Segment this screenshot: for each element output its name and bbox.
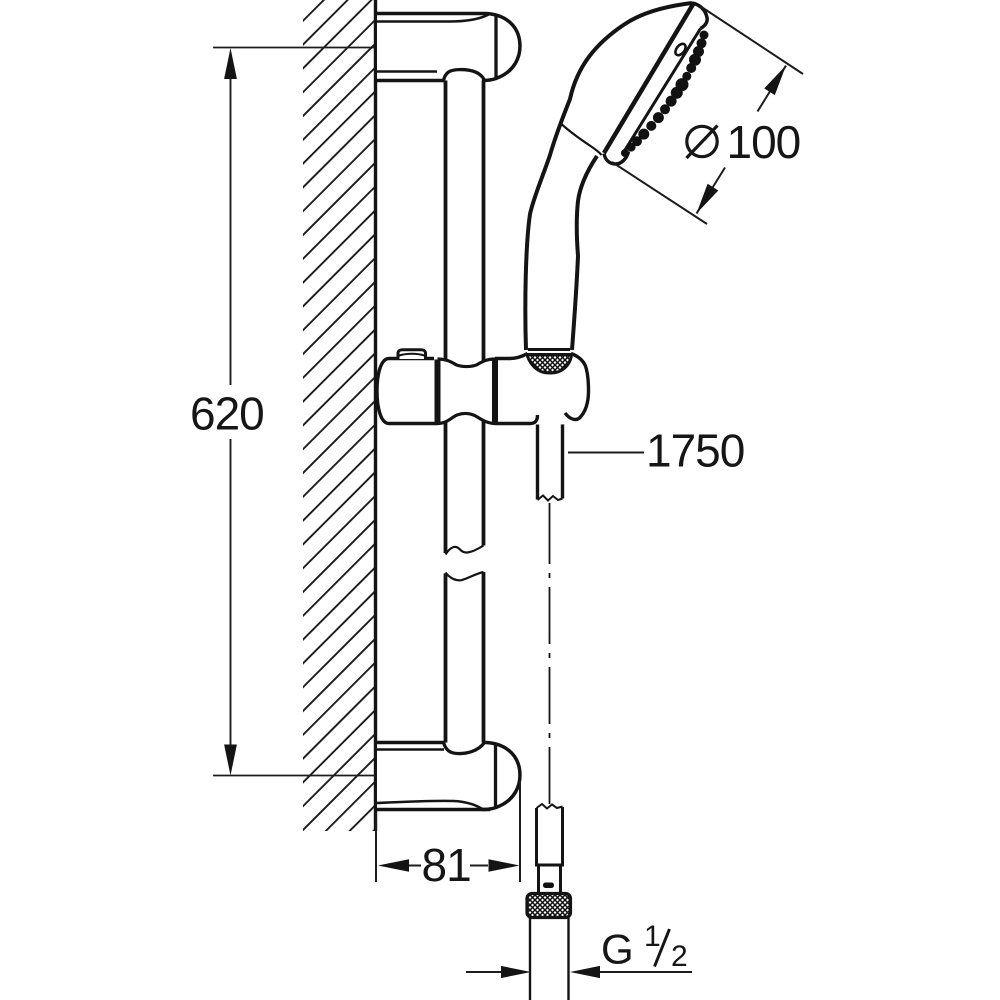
svg-text:2: 2: [671, 940, 688, 973]
svg-text:100: 100: [727, 116, 801, 168]
svg-text:1: 1: [644, 920, 661, 953]
svg-text:1750: 1750: [646, 425, 744, 477]
svg-text:620: 620: [190, 388, 264, 440]
svg-text:G: G: [601, 926, 634, 973]
svg-text:81: 81: [422, 839, 471, 891]
